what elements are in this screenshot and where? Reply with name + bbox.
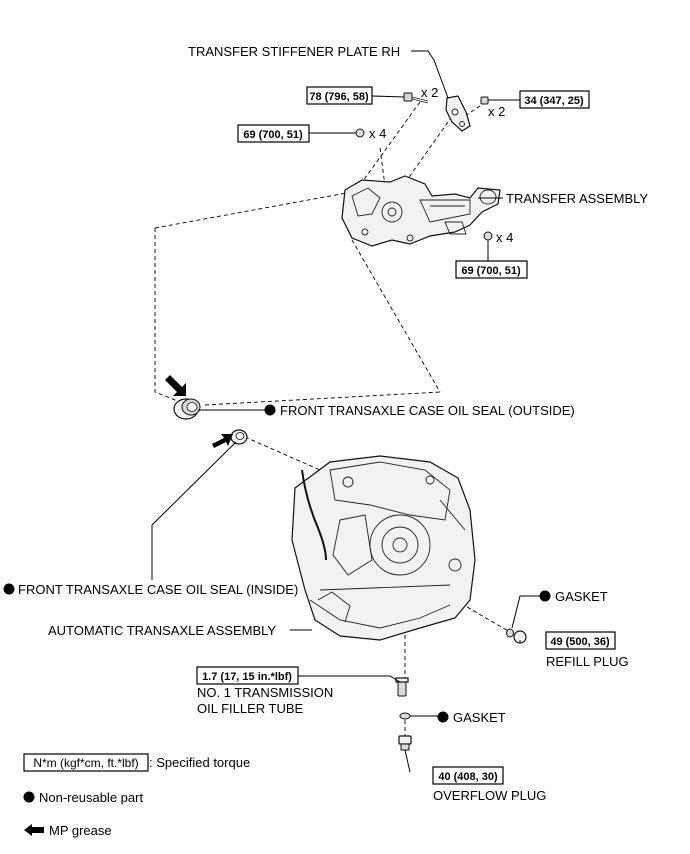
torque-transfer-lower-nut: 69 (700, 51) [455,260,528,279]
refill-gasket [506,628,514,638]
svg-text:34 (347, 25): 34 (347, 25) [524,95,584,107]
overflow-gasket [399,712,411,720]
torque-overflow-plug: 40 (408, 30) [432,766,504,785]
label-transfer-stiffener-plate: TRANSFER STIFFENER PLATE RH [188,44,400,59]
non-reusable-icon [23,791,35,803]
label-gasket-overflow: GASKET [453,710,506,725]
label-front-seal-outside: FRONT TRANSAXLE CASE OIL SEAL (OUTSIDE) [280,403,575,418]
transfer-assembly [341,175,501,247]
label-filler-tube-2: OIL FILLER TUBE [197,701,304,716]
qty-stiffener-bolt-2: x 2 [488,104,505,119]
legend-mp-grease: MP grease [49,823,112,838]
label-refill-plug: REFILL PLUG [546,654,629,669]
label-transfer-assembly: TRANSFER ASSEMBLY [506,191,648,206]
svg-text:69 (700, 51): 69 (700, 51) [461,265,521,277]
non-reusable-icon [3,583,15,595]
legend-non-reusable: Non-reusable part [39,790,143,805]
label-front-seal-inside: FRONT TRANSAXLE CASE OIL SEAL (INSIDE) [18,582,298,597]
qty-transfer-lower-nut: x 4 [496,230,513,245]
non-reusable-icon [264,404,276,416]
transfer-upper-nut [355,128,365,138]
legend-torque-unit: N*m (kgf*cm, ft.*lbf) [33,756,138,770]
leader-lines [151,50,540,773]
automatic-transaxle-assembly [291,455,476,641]
overflow-plug-part [398,735,412,751]
torque-filler-tube: 1.7 (17, 15 in.*lbf) [196,666,299,685]
svg-text:49 (500, 36): 49 (500, 36) [550,636,610,648]
torque-stiffener-bolt-2: 34 (347, 25) [519,90,590,109]
label-overflow-plug: OVERFLOW PLUG [433,788,546,803]
stiffener-bolt-2 [480,96,489,105]
transfer-stiffener-plate [445,95,471,132]
non-reusable-icon [437,711,449,723]
grease-arrow-icon [165,375,186,396]
label-filler-tube-1: NO. 1 TRANSMISSION [197,685,333,700]
legend: N*m (kgf*cm, ft.*lbf) : Specified torque… [23,753,250,838]
label-gasket-refill: GASKET [555,589,608,604]
torque-stiffener-bolt: 78 (796, 58) [306,86,373,105]
grease-arrow-icon [212,434,233,448]
front-oil-seal-inside [230,429,248,445]
label-automatic-transaxle: AUTOMATIC TRANSAXLE ASSEMBLY [48,623,276,638]
torque-transfer-upper-nut: 69 (700, 51) [237,124,310,143]
qty-transfer-upper-nut: x 4 [369,126,386,141]
grease-arrow-icon [24,824,44,836]
qty-stiffener-bolt: x 2 [421,85,438,100]
transfer-lower-nut [483,231,493,241]
torque-refill-plug: 49 (500, 36) [545,631,616,650]
svg-text:40 (408, 30): 40 (408, 30) [438,771,498,783]
svg-text:78 (796, 58): 78 (796, 58) [309,91,369,103]
legend-torque-desc: : Specified torque [149,755,250,770]
svg-text:1.7 (17, 15 in.*lbf): 1.7 (17, 15 in.*lbf) [202,671,292,683]
legend-torque-box [23,753,149,772]
non-reusable-icon [539,590,551,602]
svg-text:69 (700, 51): 69 (700, 51) [243,129,303,141]
front-oil-seal-outside [173,398,201,420]
